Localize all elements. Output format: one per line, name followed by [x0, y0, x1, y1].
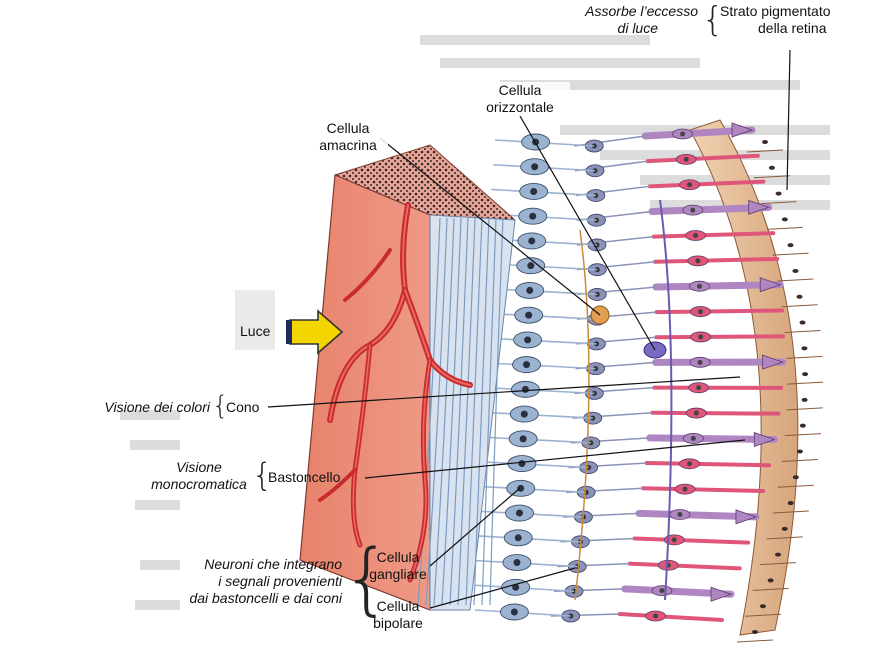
light-arrow-icon: [286, 309, 344, 355]
neurons-label: Neuroni che integrano i segnali provenie…: [189, 556, 342, 606]
retina-cell-layers: [474, 122, 787, 623]
absorbs-light-label: Assorbe l’eccesso di luce: [585, 3, 698, 36]
pigment-layer: [689, 119, 824, 643]
cone-brace: {: [212, 391, 229, 421]
cone-label: Cono: [226, 399, 260, 415]
amacrine-cell-label: Cellula amacrina: [308, 120, 388, 154]
color-vision-label: Visione dei colori: [104, 399, 210, 415]
leader-lines: [267, 49, 791, 609]
horizontal-cell-label: Cellula orizzontale: [470, 82, 570, 116]
blood-vessels: [318, 202, 473, 583]
monochromatic-vision-label: Visione monocromatica: [151, 459, 247, 492]
pigment-layer-label: Strato pigmentato della retina: [720, 3, 831, 36]
rod-brace: {: [252, 456, 273, 494]
rod-label: Bastoncello: [268, 469, 341, 485]
absorbs-brace: {: [702, 0, 724, 40]
ganglion-cell-label: Cellula gangliare: [369, 549, 427, 582]
bipolar-cell-label: Cellula bipolare: [373, 598, 423, 631]
neurons-brace: {: [342, 534, 392, 624]
light-label: Luce: [240, 323, 271, 339]
